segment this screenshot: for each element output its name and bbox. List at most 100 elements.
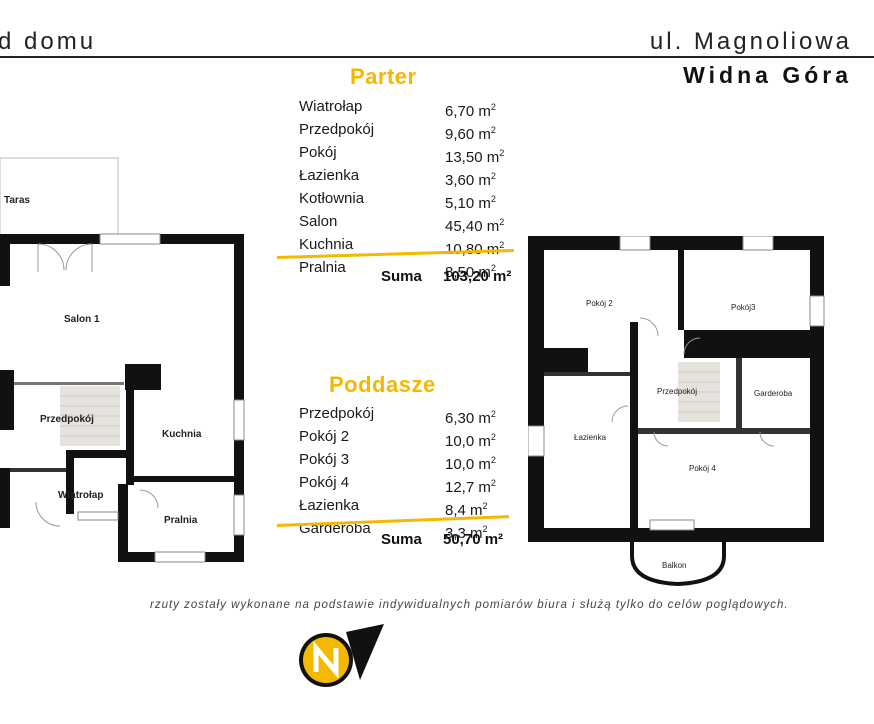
room-row: Pokój 4 12,7 m2	[299, 474, 496, 497]
window	[528, 425, 545, 457]
sum-value: 50,70 m²	[443, 531, 504, 548]
window	[742, 236, 774, 251]
street-address: ul. Magnoliowa	[649, 28, 852, 55]
room-area: 6,30 m2	[445, 409, 496, 427]
sum-label: Suma	[381, 268, 422, 285]
wall	[810, 236, 824, 542]
room-name: Pralnia	[299, 259, 346, 276]
wall	[630, 374, 638, 528]
room-name: Pokój 4	[299, 474, 350, 491]
balkon-label: Balkon	[662, 561, 686, 570]
balcony-outline	[630, 542, 726, 587]
ground-floor-plan: Taras Salon 1 Przedpokój Kuchnia Wiatroł…	[0, 157, 245, 563]
pralnia-label: Pralnia	[164, 515, 198, 526]
room-row: Pokój 2 10,0 m2	[299, 428, 496, 451]
room-name: Wiatrołap	[299, 98, 363, 115]
room-name: Pokój 2	[299, 428, 350, 445]
room-name: Łazienka	[299, 167, 360, 184]
room-area: 5,10 m2	[445, 194, 496, 212]
wall	[684, 330, 810, 358]
room-area: 10,0 m2	[445, 432, 496, 450]
wall	[0, 234, 10, 286]
room-row: Kotłownia 5,10 m2	[299, 190, 504, 213]
room-area: 6,70 m2	[445, 102, 496, 120]
przedpokoj-label: Przedpokój	[40, 414, 94, 425]
room-area: 12,7 m2	[445, 478, 496, 496]
disclaimer-note: rzuty zostały wykonane na podstawie indy…	[150, 599, 789, 611]
room-row: Salon 45,40 m2	[299, 213, 504, 236]
room-name: Pokój	[299, 144, 337, 161]
chimney	[544, 348, 588, 372]
room-area: 9,60 m2	[445, 125, 496, 143]
document-title: d domu	[0, 28, 97, 55]
entrance-door	[77, 511, 119, 521]
window	[233, 494, 245, 536]
wall	[528, 236, 824, 250]
wall	[66, 450, 74, 514]
wall	[66, 450, 126, 458]
przedpokoj-label: Przedpokój	[657, 387, 697, 396]
window	[809, 295, 825, 327]
column	[125, 364, 161, 390]
room-area: 45,40 m2	[445, 217, 505, 235]
parter-title: Parter	[350, 64, 417, 89]
window	[154, 551, 206, 563]
parter-room-table: Wiatrołap 6,70 m2 Przedpokój 9,60 m2 Pokój…	[299, 98, 504, 282]
wall	[130, 476, 236, 482]
window	[233, 399, 245, 441]
room-name: Pokój 3	[299, 451, 350, 468]
room-name: Przedpokój	[299, 405, 375, 422]
sum-value: 103,20 m²	[443, 268, 512, 285]
wall	[638, 428, 810, 434]
wall	[234, 234, 244, 561]
room-area: 3,3 m2	[445, 524, 488, 542]
room-area: 13,50 m2	[445, 148, 505, 166]
room-area: 10,0 m2	[445, 455, 496, 473]
room-area: 10,80 m2	[445, 240, 505, 258]
room-row: Wiatrołap 6,70 m2	[299, 98, 504, 121]
room-name: Kotłownia	[299, 190, 365, 207]
wall	[736, 358, 742, 430]
room-row: Pokój 13,50 m2	[299, 144, 504, 167]
room-row: Przedpokój 6,30 m2	[299, 405, 496, 428]
pokoj3-label: Pokój3	[731, 303, 756, 312]
wiatrolap-label: Wiatrołap	[58, 490, 103, 501]
header-divider	[0, 56, 874, 58]
wall	[0, 468, 70, 472]
wall	[118, 484, 128, 562]
poddasze-sum: Suma 50,70 m²	[381, 531, 503, 548]
wall	[544, 372, 630, 376]
room-area: 8,50 m2	[445, 263, 496, 281]
room-row: Łazienka 3,60 m2	[299, 167, 504, 190]
pokoj2-label: Pokój 2	[586, 299, 613, 308]
room-name: Łazienka	[299, 497, 360, 514]
terrace-area	[0, 157, 119, 241]
wall	[0, 382, 124, 385]
room-row: Przedpokój 9,60 m2	[299, 121, 504, 144]
wall	[528, 528, 824, 542]
kuchnia-label: Kuchnia	[162, 429, 202, 440]
pokoj4-label: Pokój 4	[689, 464, 716, 473]
sum-label: Suma	[381, 531, 422, 548]
window	[99, 233, 161, 245]
attic-floor-plan: Pokój 2 Pokój3 Przedpokój Garderoba Łazi…	[528, 236, 825, 587]
window	[619, 236, 651, 251]
taras-label: Taras	[4, 195, 30, 206]
room-name: Kuchnia	[299, 236, 354, 253]
lazienka-label: Łazienka	[574, 433, 607, 442]
room-row: Pralnia 8,50 m2	[299, 259, 504, 282]
wall	[528, 236, 544, 542]
room-area: 3,60 m2	[445, 171, 496, 189]
room-row: Pokój 3 10,0 m2	[299, 451, 496, 474]
wall	[0, 370, 14, 430]
room-name: Salon	[299, 213, 338, 230]
north-arrow-icon	[299, 624, 384, 687]
city-name: Widna Góra	[683, 62, 852, 88]
garderoba-label: Garderoba	[754, 389, 793, 398]
wall	[678, 250, 684, 330]
poddasze-title: Poddasze	[329, 372, 436, 397]
room-name: Przedpokój	[299, 121, 375, 138]
wall	[126, 387, 134, 485]
salon-label: Salon 1	[64, 314, 100, 325]
